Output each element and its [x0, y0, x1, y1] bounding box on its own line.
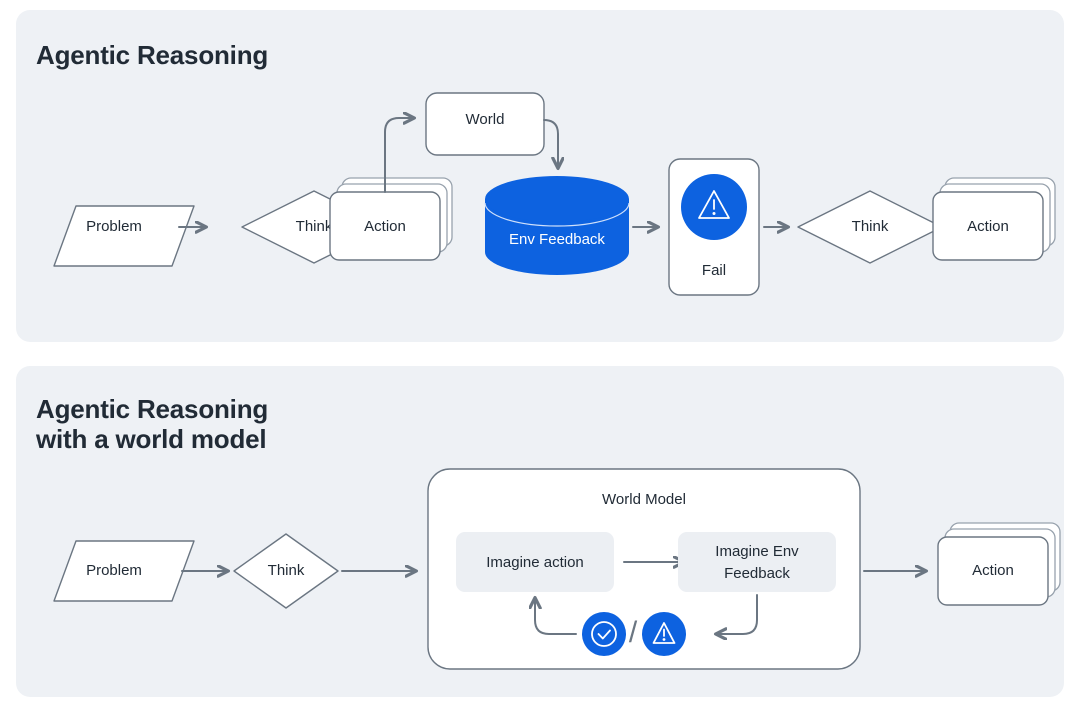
node-imagine-action: Imagine action	[456, 532, 614, 592]
node-imagine-env-feedback-label-line2: Feedback	[724, 565, 790, 582]
node-world-label: World	[466, 111, 505, 128]
warning-triangle-icon	[642, 612, 686, 656]
node-env-feedback: Env Feedback	[484, 176, 630, 275]
node-think-2: Think	[797, 190, 943, 264]
node-env-feedback-label: Env Feedback	[509, 231, 605, 248]
panel-agentic-reasoning: Agentic Reasoning Problem Think Action	[16, 10, 1064, 342]
node-action-2: Action	[932, 177, 1056, 261]
node-think: Think	[233, 533, 339, 609]
page-title-agentic-reasoning: Agentic Reasoning	[36, 40, 269, 70]
node-think-label: Think	[268, 562, 305, 579]
node-problem: Problem	[53, 540, 195, 602]
node-action: Action	[937, 522, 1061, 606]
node-world: World	[425, 92, 545, 156]
node-problem-label: Problem	[86, 562, 142, 579]
node-think-1-label: Think	[296, 218, 333, 235]
node-imagine-env-feedback: Imagine Env Feedback Imagine Env Feedbac…	[678, 532, 836, 592]
edge-imagine-env-feedback-to-verdict	[716, 594, 758, 634]
edge-world-to-env-feedback	[543, 119, 558, 168]
node-problem: Problem	[53, 205, 195, 267]
page-title-world-model: Agentic Reasoning with a world model	[36, 394, 269, 455]
node-problem-label: Problem	[86, 218, 142, 235]
edge-verdict-to-imagine-action	[535, 598, 577, 635]
node-think-2-label: Think	[852, 218, 889, 235]
node-world-model: World Model Imagine action Imagine Env F…	[427, 468, 861, 670]
node-action-1-label: Action	[364, 218, 406, 235]
node-imagine-env-feedback-label-line1: Imagine Env	[715, 543, 799, 560]
verdict-separator: /	[629, 616, 638, 649]
node-imagine-action-label: Imagine action	[486, 554, 584, 571]
flow-diagram-world-model: Problem Think World Model Imagine action…	[53, 468, 1061, 670]
node-action-label: Action	[972, 562, 1014, 579]
flow-diagram-agentic-reasoning: Problem Think Action World	[53, 92, 1056, 296]
node-world-model-label: World Model	[602, 491, 686, 508]
node-fail-label: Fail	[702, 262, 726, 279]
edge-action-1-to-world	[384, 118, 414, 193]
node-action-2-label: Action	[967, 218, 1009, 235]
panel-agentic-reasoning-world-model: Agentic Reasoning with a world model Pro…	[16, 366, 1064, 697]
check-circle-icon	[582, 612, 626, 656]
node-action-1: Action	[329, 177, 453, 261]
node-fail: Fail	[668, 158, 760, 296]
